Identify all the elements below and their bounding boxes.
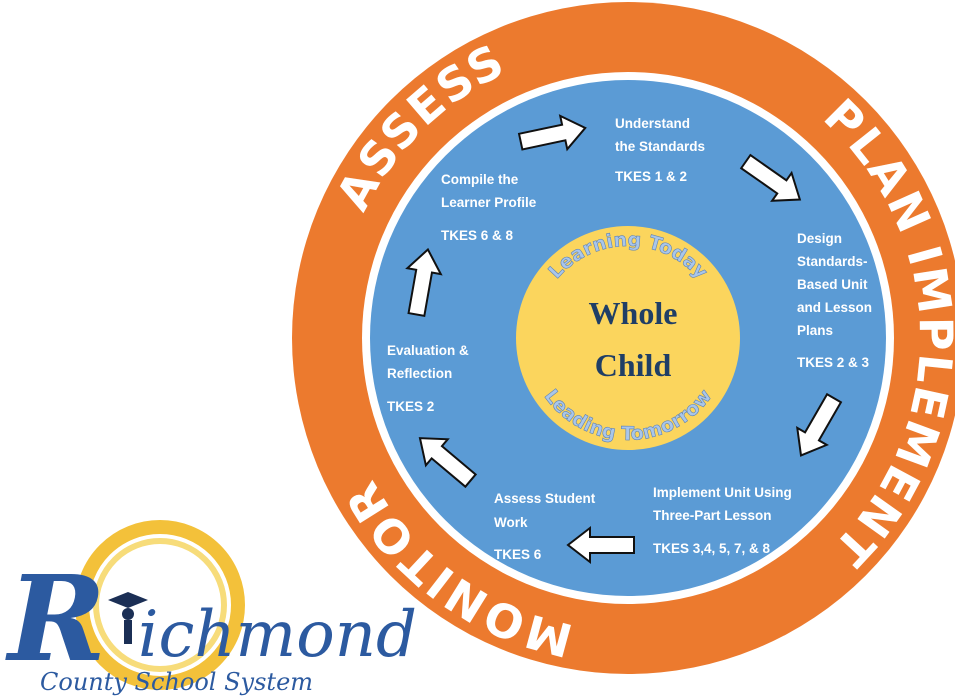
arrow-down-right-icon [739,153,802,202]
arrow-left-icon [566,525,635,565]
stage-design: Design Standards- Based Unit and Lesson … [797,231,872,370]
arrow-right-icon [517,114,587,152]
logo-word: ichmond [138,598,417,672]
stage-label: Design [797,231,842,246]
stage-label: Learner Profile [441,195,537,210]
stage-label: Compile the [441,172,519,187]
stage-label: Implement Unit Using [653,485,792,500]
stage-label: Assess Student [494,491,596,506]
stage-label: Reflection [387,366,452,381]
stage-label: and Lesson [797,300,872,315]
richmond-logo: R ichmond County School System [5,520,417,696]
stage-understand: Understand the Standards TKES 1 & 2 [615,116,705,184]
stage-compile: Compile the Learner Profile TKES 6 & 8 [441,172,537,243]
stage-label: Based Unit [797,277,868,292]
logo-sun-inner-arc [93,538,227,672]
stage-tkes: TKES 3,4, 5, 7, & 8 [653,541,771,556]
arrow-up-left-icon [418,437,478,489]
stage-assess-work: Assess Student Work TKES 6 [494,491,596,562]
stage-implement-unit: Implement Unit Using Three-Part Lesson T… [653,485,792,556]
arrow-down-left-icon [796,392,843,457]
stage-label: Three-Part Lesson [653,508,772,523]
stage-tkes: TKES 2 [387,399,434,414]
stage-tkes: TKES 6 [494,547,542,562]
stage-evaluation: Evaluation & Reflection TKES 2 [387,343,469,414]
logo-initial: R [5,549,106,688]
stage-tkes: TKES 1 & 2 [615,169,687,184]
stage-label: Standards- [797,254,868,269]
stage-label: Evaluation & [387,343,469,358]
stage-label: Understand [615,116,690,131]
center-title-line1: Whole [589,295,678,331]
logo-subtitle: County School System [40,668,313,696]
graduate-icon [108,592,148,644]
arrow-up-icon [405,247,443,318]
center-circle [516,226,740,450]
stage-label: Plans [797,323,833,338]
stage-label: Work [494,515,528,530]
logo-sun-arc [75,520,245,690]
stage-label: the Standards [615,139,705,154]
stage-tkes: TKES 2 & 3 [797,355,870,370]
stage-tkes: TKES 6 & 8 [441,228,514,243]
center-title-line2: Child [595,347,672,383]
